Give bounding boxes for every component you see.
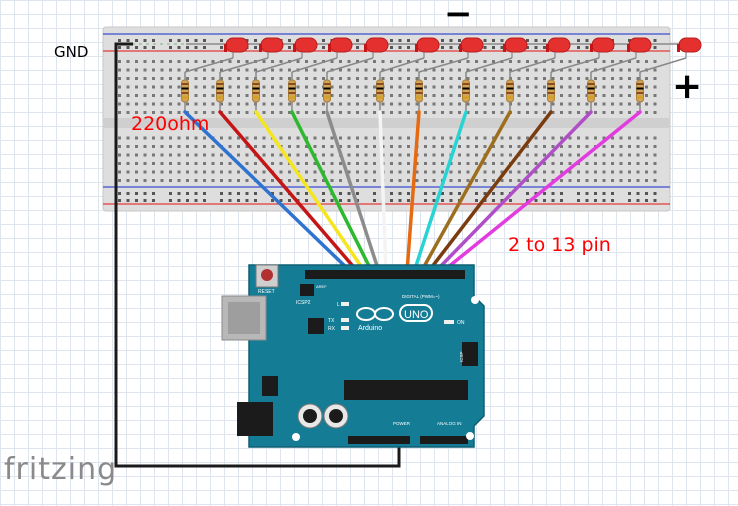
signal-wire [440,110,642,274]
resistor-row [181,57,687,112]
rx-text: RX [328,326,336,332]
resistor [506,57,556,112]
led [677,37,702,58]
aref-text: AREF [316,284,327,289]
reset-text: RESET [258,289,275,295]
led [627,37,652,58]
signal-wire [290,110,374,274]
arduino-board: RESET ICSP2 AREF DIGITAL (PWM=~) L TX RX… [221,264,485,448]
resistor [462,57,513,112]
signal-wire [419,110,512,274]
on-text: ON [457,320,465,326]
led [590,37,615,58]
signal-wire [254,110,367,274]
signal-wire [218,110,360,274]
led [259,37,284,58]
resistor [636,57,687,112]
pins-range-label: 2 to 13 pin [508,234,611,256]
led [293,37,318,58]
resistor [547,57,600,112]
signal-wire [378,110,388,274]
signal-wire [426,110,553,274]
led [459,37,484,58]
signal-wire [183,110,353,274]
led [546,37,571,58]
analog-text: ANALOG IN [437,421,462,426]
resistor [376,57,425,112]
resistor [288,57,338,112]
resistor [252,57,303,112]
signal-wire [405,110,421,274]
resistor [216,57,269,112]
led-row [224,37,702,58]
gnd-label: GND [54,43,89,61]
resistor [587,57,637,112]
plus-sign: + [672,66,703,107]
led [364,37,389,58]
arduino-brand-text: Arduino [358,325,382,332]
arduino-logo-icon [356,304,433,322]
led [328,37,353,58]
uno-text: UNO [404,309,429,321]
icsp2-text: ICSP2 [296,300,311,306]
l-led-text: L [337,302,340,308]
signal-wire [433,110,593,274]
led [224,37,249,58]
tx-text: TX [328,318,335,324]
signal-wire [325,110,381,274]
icsp-text: ICSP [459,351,464,362]
digital-text: DIGITAL (PWM=~) [402,294,440,299]
resistor-value-label: 220ohm [131,113,210,135]
led [415,37,440,58]
signal-wires [183,110,642,274]
fritzing-watermark: fritzing [4,452,118,487]
resistor [323,57,374,112]
minus-sign: − [444,0,473,34]
resistor [415,57,469,112]
power-text: POWER [393,421,411,426]
resistor [181,57,234,112]
signal-wire [412,110,468,274]
ground-wire [114,42,401,468]
led [503,37,528,58]
